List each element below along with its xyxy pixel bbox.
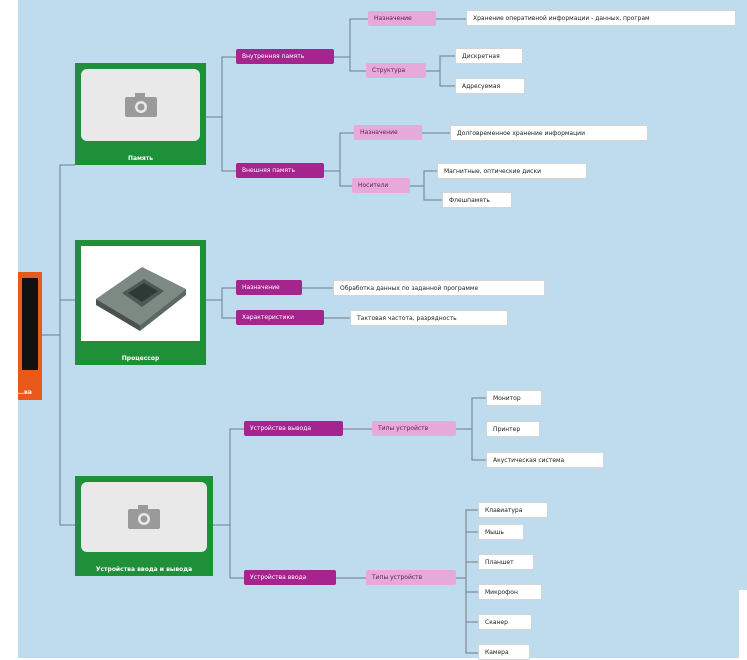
external-memory-label[interactable]: Внешняя память xyxy=(236,163,324,178)
root-image xyxy=(22,278,38,370)
output-item-monitor[interactable]: Монитор xyxy=(486,390,542,406)
node-caption: Память xyxy=(127,155,154,162)
internal-purpose-value[interactable]: Хранение оперативной информации - данных… xyxy=(466,10,736,26)
structure-item-addressable[interactable]: Адресуемая xyxy=(455,78,525,94)
io-node[interactable]: Устройства ввода и вывода xyxy=(75,476,213,576)
node-caption: Устройства ввода и вывода xyxy=(95,566,193,573)
structure-item-discrete[interactable]: Дискретная xyxy=(455,48,523,64)
output-item-printer[interactable]: Принтер xyxy=(486,421,540,437)
input-devices-label[interactable]: Устройства ввода xyxy=(244,570,336,585)
zoom-scrollbar[interactable] xyxy=(738,590,747,658)
media-item-disks[interactable]: Магнитные, оптические диски xyxy=(437,163,587,179)
input-item-keyboard[interactable]: Клавиатура xyxy=(478,502,548,518)
root-label: …ва xyxy=(18,389,32,396)
processor-specs-value[interactable]: Тактовая частота, разрядность xyxy=(350,310,508,326)
processor-purpose-value[interactable]: Обработка данных по заданной программе xyxy=(333,280,545,296)
output-devices-label[interactable]: Устройства вывода xyxy=(244,421,343,436)
output-types-label[interactable]: Типы устройств xyxy=(372,421,456,436)
processor-purpose-label[interactable]: Назначение xyxy=(236,280,302,295)
input-item-scanner[interactable]: Сканер xyxy=(478,614,532,630)
cpu-chip-image xyxy=(81,246,200,341)
node-caption: Процессор xyxy=(121,355,160,362)
camera-icon xyxy=(81,482,207,552)
internal-structure-label[interactable]: Структура xyxy=(366,63,426,78)
input-types-label[interactable]: Типы устройств xyxy=(366,570,456,585)
input-item-microphone[interactable]: Микрофон xyxy=(478,584,542,600)
external-purpose-value[interactable]: Долговременное хранение информации xyxy=(450,125,648,141)
external-media-label[interactable]: Носители xyxy=(352,178,410,193)
internal-memory-label[interactable]: Внутренняя память xyxy=(236,49,334,64)
input-item-tablet[interactable]: Планшет xyxy=(478,554,534,570)
processor-node[interactable]: Процессор xyxy=(75,240,206,365)
input-item-mouse[interactable]: Мышь xyxy=(478,524,524,540)
external-purpose-label[interactable]: Назначение xyxy=(354,125,422,140)
processor-specs-label[interactable]: Характеристики xyxy=(236,310,324,325)
media-item-flash[interactable]: Флешпамять xyxy=(442,192,512,208)
root-node[interactable]: …ва xyxy=(18,272,42,400)
internal-purpose-label[interactable]: Назначение xyxy=(368,11,436,26)
memory-node[interactable]: Память xyxy=(75,63,206,165)
output-item-speakers[interactable]: Акустическая система xyxy=(486,452,604,468)
camera-icon xyxy=(81,69,200,141)
